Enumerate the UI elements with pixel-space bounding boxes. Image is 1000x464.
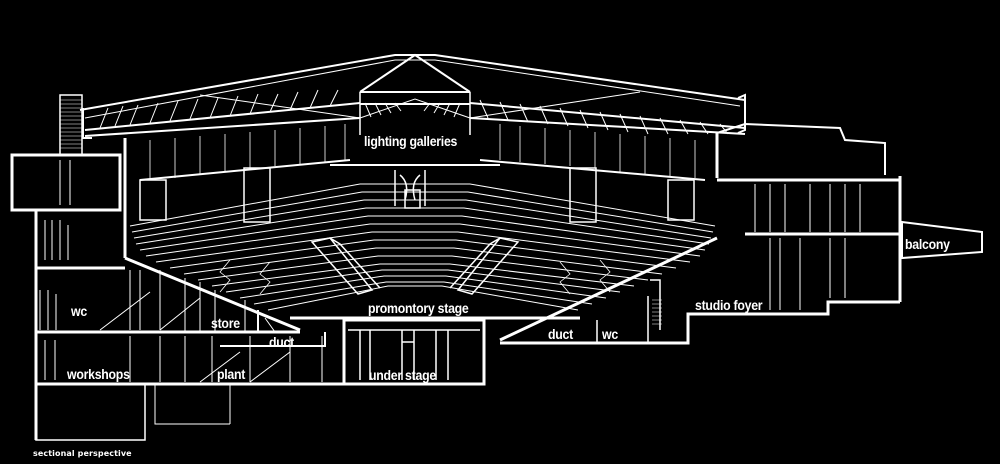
seating-tiers (129, 183, 716, 311)
label-wc-right: wc (602, 326, 618, 342)
left-block (10, 153, 344, 441)
label-balcony: balcony (905, 236, 950, 252)
right-block (500, 122, 983, 345)
label-wc-left: wc (71, 303, 87, 319)
label-promontory-stage: promontory stage (368, 300, 469, 316)
auditorium-shell (123, 124, 719, 342)
stage-structure (290, 316, 580, 386)
label-plant: plant (217, 366, 246, 382)
label-store: store (211, 315, 240, 331)
drawing-caption: sectional perspective (33, 449, 132, 458)
label-lighting-galleries: lighting galleries (364, 133, 458, 149)
roof-truss (59, 53, 746, 156)
label-duct-left: duct (269, 334, 294, 350)
label-studio-foyer: studio foyer (695, 297, 763, 313)
label-duct-right: duct (548, 326, 573, 342)
label-workshops: workshops (67, 366, 130, 382)
label-under-stage: under stage (369, 367, 436, 383)
